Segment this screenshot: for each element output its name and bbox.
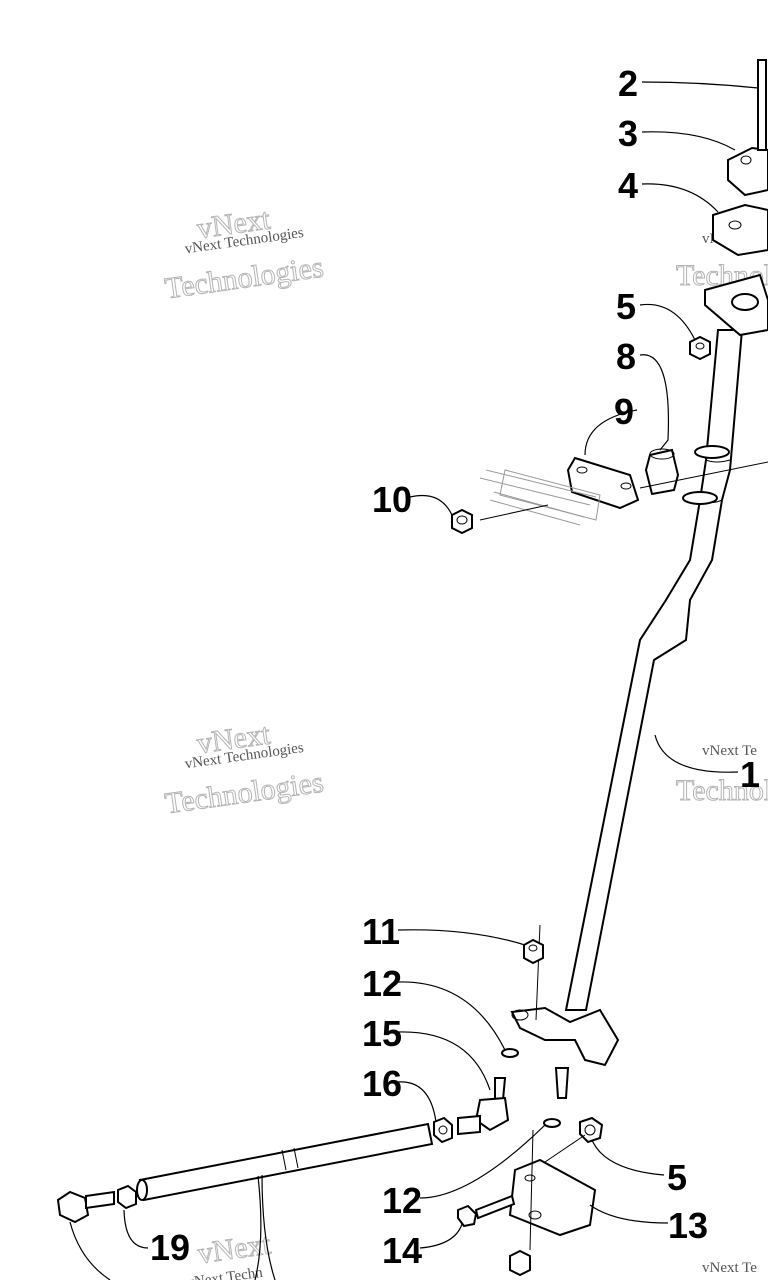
callout-10: 10 <box>372 479 412 520</box>
handlebar-ghost <box>479 469 601 526</box>
bushing-8 <box>644 448 680 496</box>
callout-14: 14 <box>382 1230 422 1271</box>
watermark-right-bottom: vNext Te <box>702 1260 757 1276</box>
watermark-bottom-left: vNext vNext Techn <box>186 1227 274 1280</box>
callout-12-lower: 12 <box>382 1180 422 1221</box>
callout-2: 2 <box>618 63 638 104</box>
watermark-top-left: vNext vNext Technologies Technologies <box>162 202 326 306</box>
tie-rod <box>136 1122 434 1202</box>
callout-8: 8 <box>616 336 636 377</box>
callout-13: 13 <box>668 1205 708 1246</box>
callout-5-top: 5 <box>616 286 636 327</box>
watermark-mid-left: vNext vNext Technologies Technologies <box>162 717 326 821</box>
leader-lines <box>69 81 759 1280</box>
nut-11 <box>523 924 544 1021</box>
washer-12-lower <box>543 1118 561 1128</box>
washer-12-upper <box>501 1048 519 1058</box>
steering-arm <box>510 1006 620 1099</box>
nut-bottom <box>509 1129 534 1277</box>
tie-rod-end-15 <box>457 1077 510 1136</box>
callout-19: 19 <box>150 1227 190 1268</box>
callout-11: 11 <box>362 911 400 952</box>
bolt-14 <box>457 1194 516 1228</box>
callout-1: 1 <box>740 754 760 795</box>
svg-text:Technologies: Technologies <box>163 251 326 306</box>
nut-5-bottom <box>544 1116 604 1163</box>
callout-3: 3 <box>618 113 638 154</box>
nut-10 <box>451 461 768 535</box>
callout-4: 4 <box>618 165 638 206</box>
nut-5-top <box>689 335 711 361</box>
watermark-right-mid: vNext Te <box>702 743 757 759</box>
tie-rod-end-outer <box>56 1184 137 1224</box>
nut-16 <box>433 1116 453 1144</box>
callout-5-bottom: 5 <box>667 1157 687 1198</box>
svg-text:vNext Techn: vNext Techn <box>186 1265 265 1280</box>
watermark-right-mid-b: Technologies <box>676 774 768 807</box>
callout-16: 16 <box>362 1063 402 1104</box>
upper-bracket <box>704 59 768 337</box>
svg-text:vNext: vNext <box>196 1227 274 1270</box>
callout-15: 15 <box>362 1013 402 1054</box>
callout-9: 9 <box>614 391 634 432</box>
steering-shaft <box>564 329 744 1011</box>
callout-12-upper: 12 <box>362 963 402 1004</box>
svg-text:Technologies: Technologies <box>163 766 326 821</box>
clamp-9 <box>566 456 640 510</box>
bracket-13 <box>508 1158 597 1237</box>
